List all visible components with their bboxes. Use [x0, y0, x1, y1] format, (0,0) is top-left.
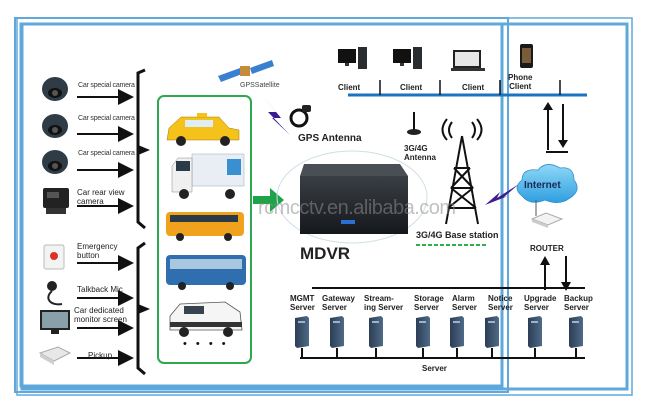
server-tower-icon: [330, 316, 344, 358]
gps-antenna-label: GPS Antenna: [298, 133, 362, 144]
frame-inner-line: [20, 22, 629, 391]
gps-satellite-label: GPSSatellite: [240, 82, 280, 89]
microphone-icon: [47, 281, 63, 306]
camera-label: Car special camera: [78, 150, 135, 157]
desktop-computer-icon: [338, 47, 367, 69]
watermark-text: rcmcctv.en.alibaba.com: [258, 197, 456, 219]
server-label-line1: Storage: [414, 294, 444, 303]
antenna-label-line1: 3G/4G: [404, 144, 428, 153]
taxi-icon: [166, 113, 240, 146]
monitor-label-line1: Car dedicated: [74, 306, 124, 315]
phone-client-line1: Phone: [508, 73, 533, 82]
police-vehicle-icon: [169, 301, 243, 337]
truck-icon: [171, 153, 245, 199]
frame-outer-line: [16, 17, 633, 396]
dome-camera-icon: [42, 150, 68, 174]
server-label-line1: Backup: [564, 294, 593, 303]
phone-client-line2: Client: [509, 82, 532, 91]
server-group-label: Server: [422, 364, 447, 373]
antenna-label-line2: Antenna: [404, 153, 436, 162]
pickup-icon: [38, 346, 72, 365]
server-label-line2: ing Server: [364, 303, 404, 312]
talkback-mic-label: Talkback Mic: [77, 285, 123, 294]
monitor-icon: [40, 310, 70, 334]
server-tower-icon: [485, 316, 499, 358]
dome-camera-icon: [42, 77, 68, 101]
rear-view-camera-icon: [43, 188, 69, 214]
vehicle-box: [157, 95, 252, 364]
emergency-label-line1: Emergency: [77, 242, 118, 251]
server-tower-icon: [528, 316, 542, 358]
3g4g-antenna-label: 3G/4G Antenna: [404, 144, 436, 162]
client-label: Client: [338, 83, 361, 92]
server-tower-icon: [369, 316, 383, 358]
desktop-computer-icon: [393, 47, 422, 69]
client-label: Client: [462, 83, 485, 92]
internet-cloud-icon: [516, 164, 578, 203]
emergency-label-line2: button: [77, 251, 100, 260]
server-tower-icon: [416, 316, 430, 358]
server-label-line1: Alarm: [452, 294, 475, 303]
server-tower-icon: [450, 316, 464, 358]
vehicle-to-mdvr-arrow: [253, 188, 284, 212]
monitor-label-line2: monitor screen: [74, 315, 127, 324]
mdvr-device-icon: [300, 164, 408, 234]
gps-antenna-icon: [289, 105, 311, 128]
base-station-tower-icon: [441, 118, 483, 225]
server-label-line2: Server: [524, 303, 549, 312]
more-vehicles-dots: • • • •: [183, 338, 229, 350]
server-label-line2: Server: [564, 303, 589, 312]
bracket-point: [138, 304, 150, 314]
server-label-line2: Server: [322, 303, 347, 312]
server-label-line2: Server: [290, 303, 315, 312]
pickup-label: Pickup: [88, 351, 113, 360]
server-label-line1: Stream-: [364, 294, 394, 303]
server-label-line2: Server: [488, 303, 513, 312]
server-label-line1: Notice: [488, 294, 513, 303]
laptop-icon: [451, 50, 485, 71]
mdvr-halo: [276, 150, 428, 244]
server-label-line1: Upgrade: [524, 294, 557, 303]
school-bus-icon: [166, 212, 244, 241]
emergency-button-icon: [43, 244, 65, 270]
emergency-button-label: Emergency button: [77, 242, 117, 260]
base-station-label: 3G/4G Base station: [416, 230, 499, 240]
router-icon: [530, 212, 564, 228]
mdvr-label: MDVR: [300, 244, 351, 263]
server-label-line2: Server: [452, 303, 477, 312]
rear-camera-label: Car rear view camera: [77, 188, 125, 206]
client-label: Client: [400, 83, 423, 92]
gps-lightning-icon: [263, 96, 290, 135]
gps-satellite-icon: [218, 60, 274, 82]
monitor-label: Car dedicated monitor screen: [74, 306, 127, 324]
dome-camera-icon: [42, 114, 68, 138]
internet-lightning-icon: [485, 184, 519, 205]
coach-bus-icon: [166, 255, 246, 290]
rear-camera-label-line1: Car rear view: [77, 188, 125, 197]
camera-label: Car special camera: [78, 115, 135, 122]
phone-client-label: Phone Client: [508, 73, 532, 91]
router-label: ROUTER: [530, 244, 564, 253]
server-tower-icon: [295, 316, 309, 358]
server-label-line1: MGMT: [290, 294, 315, 303]
camera-label: Car special camera: [78, 82, 135, 89]
server-label: Stream-ing Server: [364, 294, 403, 312]
server-tower-icon: [569, 316, 583, 358]
mobile-phone-icon: [520, 44, 533, 68]
rear-camera-label-line2: camera: [77, 197, 104, 206]
server-label-line2: Server: [414, 303, 439, 312]
bracket-point: [138, 145, 150, 155]
server-label-line1: Gateway: [322, 294, 355, 303]
3g4g-antenna-icon: [407, 112, 421, 135]
internet-label: Internet: [524, 180, 561, 191]
